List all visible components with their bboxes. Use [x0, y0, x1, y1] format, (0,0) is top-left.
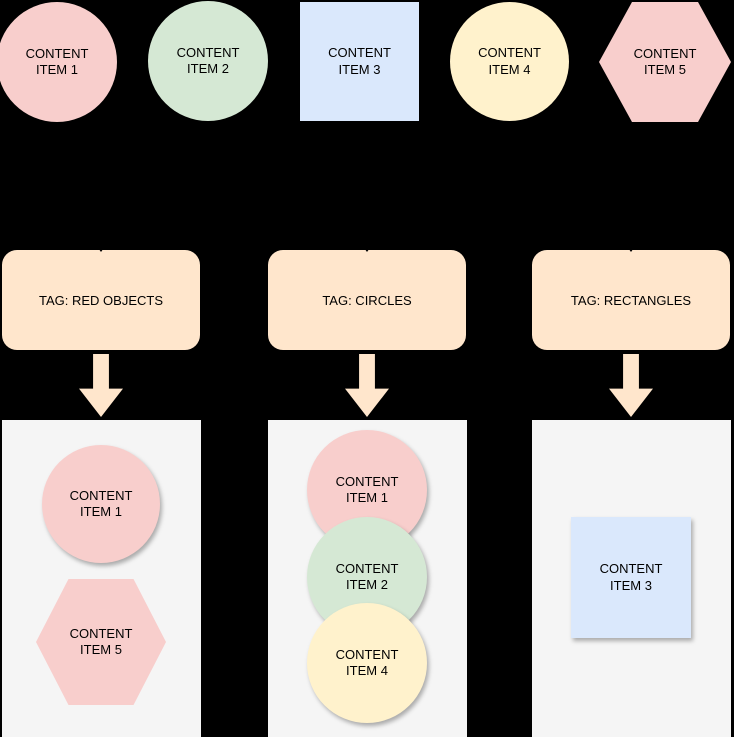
grouped-content-item-1-label: CONTENT ITEM 1	[335, 473, 399, 505]
grouped-content-item-2-label: CONTENT ITEM 2	[335, 560, 399, 592]
grouped-content-item-5-hexagon: CONTENT ITEM 5	[36, 579, 166, 705]
content-item-4-label: CONTENT ITEM 4	[478, 45, 541, 77]
tag-rectangles-label: TAG: RECTANGLES	[570, 292, 692, 308]
down-block-arrow-icon	[609, 354, 653, 417]
tag-rectangles: TAG: RECTANGLES	[532, 250, 730, 350]
content-item-5-hexagon: CONTENT ITEM 5	[599, 2, 731, 122]
content-item-2-circle: CONTENT ITEM 2	[148, 1, 268, 121]
down-block-arrow-icon	[345, 354, 389, 417]
content-item-2-label: CONTENT ITEM 2	[176, 44, 240, 76]
grouped-content-item-3-square: CONTENT ITEM 3	[571, 517, 691, 638]
connector-arrowhead-icon	[96, 245, 106, 252]
tag-red-objects-label: TAG: RED OBJECTS	[39, 292, 163, 308]
grouped-content-item-1-circle: CONTENT ITEM 1	[307, 430, 427, 550]
tag-red-objects: TAG: RED OBJECTS	[2, 250, 200, 350]
grouped-content-item-1-circle: CONTENT ITEM 1	[42, 445, 160, 563]
grouped-content-item-3-label: CONTENT ITEM 3	[599, 561, 663, 593]
tag-circles-label: TAG: CIRCLES	[322, 292, 412, 308]
content-item-5-label: CONTENT ITEM 5	[633, 45, 697, 77]
down-block-arrow-icon	[79, 354, 123, 417]
content-item-3-square: CONTENT ITEM 3	[300, 2, 419, 121]
content-item-4-circle: CONTENT ITEM 4	[450, 2, 569, 121]
grouped-content-item-4-label: CONTENT ITEM 4	[335, 646, 399, 678]
content-item-1-circle: CONTENT ITEM 1	[0, 2, 117, 122]
grouped-content-item-4-circle: CONTENT ITEM 4	[307, 603, 427, 723]
grouped-content-item-5-label: CONTENT ITEM 5	[69, 625, 133, 657]
content-item-3-label: CONTENT ITEM 3	[328, 45, 391, 77]
tag-circles: TAG: CIRCLES	[268, 250, 466, 350]
grouped-content-item-1-label: CONTENT ITEM 1	[69, 487, 133, 519]
content-item-1-label: CONTENT ITEM 1	[25, 45, 89, 77]
connector-arrowhead-icon	[362, 245, 372, 252]
connector-arrowhead-icon	[626, 245, 636, 252]
